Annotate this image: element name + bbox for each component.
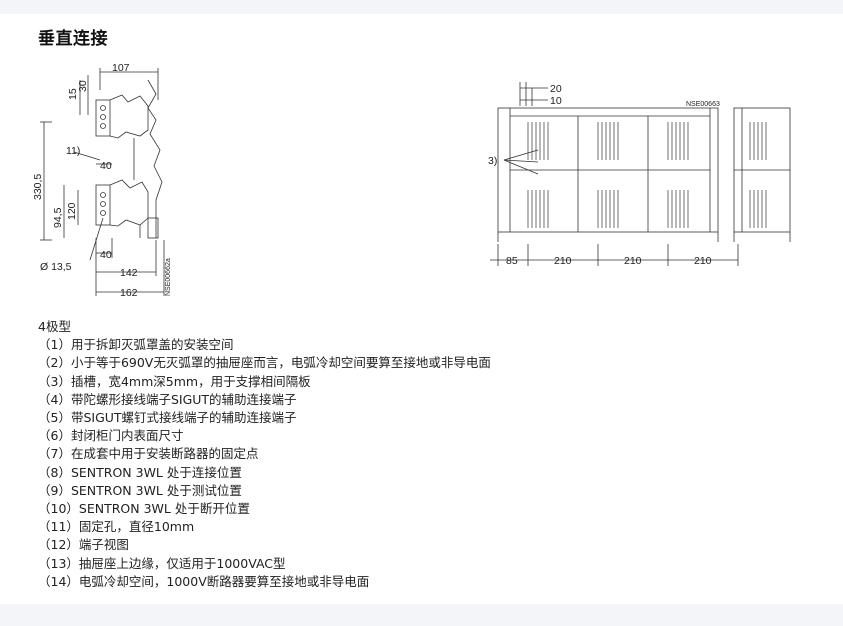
callout-3: 3) — [488, 155, 497, 167]
legend-item: （14）电弧冷却空间，1000V断路器要算至接地或非导电面 — [38, 573, 370, 589]
legend-item: （5）带SIGUT螺钉式接线端子的辅助连接端子 — [38, 410, 297, 426]
dim-total-height: 330,5 — [32, 174, 44, 200]
front-view-drawing: 20 10 NSE00663 3) 85 210 210 210 — [488, 80, 808, 270]
side-view-svg: 107 15 30 11) 40 330,5 120 94,5 40 Ø 13,… — [32, 62, 172, 299]
legend-item: （2）小于等于690V无灭弧罩的抽屉座而言，电弧冷却空间要算至接地或非导电面 — [38, 355, 491, 371]
legend-item: （13）抽屉座上边缘，仅适用于1000VAC型 — [38, 555, 286, 571]
front-view-svg: 20 10 NSE00663 3) 85 210 210 210 — [488, 82, 791, 267]
legend-item: （9）SENTRON 3WL 处于测试位置 — [38, 482, 242, 498]
drawing-code-right: NSE00663 — [686, 101, 720, 108]
dim-40-top: 40 — [100, 160, 112, 172]
dim-210-c: 210 — [694, 255, 712, 267]
dim-142: 142 — [120, 267, 138, 279]
dim-40-bottom: 40 — [100, 249, 112, 261]
page-title: 垂直连接 — [38, 29, 108, 49]
dim-15: 15 — [67, 88, 79, 100]
legend-item: （3）插槽，宽4mm深5mm，用于支撑相间隔板 — [38, 373, 311, 389]
legend-item: （7）在成套中用于安装断路器的固定点 — [38, 446, 259, 462]
legend-item: （12）端子视图 — [38, 537, 129, 553]
dim-10: 10 — [550, 95, 562, 107]
side-view-drawing: 107 15 30 11) 40 330,5 120 94,5 40 Ø 13,… — [30, 60, 180, 300]
bottom-bar — [0, 604, 843, 626]
callout-11: 11) — [66, 145, 80, 157]
legend-item: （11）固定孔，直径10mm — [38, 519, 195, 535]
dim-210-a: 210 — [554, 255, 572, 267]
dim-120: 120 — [66, 202, 78, 220]
dim-210-b: 210 — [624, 255, 642, 267]
dim-30: 30 — [77, 80, 89, 92]
dim-94-5: 94,5 — [52, 207, 64, 228]
legend-item: （10）SENTRON 3WL 处于断开位置 — [38, 501, 250, 517]
top-bar — [0, 0, 843, 14]
dim-20: 20 — [550, 83, 562, 95]
drawing-code-left: NSE00662a — [165, 258, 172, 296]
legend: 4极型 （1）用于拆卸灭弧罩盖的安装空间 （2）小于等于690V无灭弧罩的抽屉座… — [38, 318, 491, 591]
dim-85: 85 — [506, 255, 518, 267]
legend-item: （4）带陀螺形接线端子SIGUT的辅助连接端子 — [38, 391, 297, 407]
dim-162: 162 — [120, 287, 138, 299]
dim-top-width: 107 — [112, 62, 130, 74]
legend-item: （6）封闭柜门内表面尺寸 — [38, 428, 184, 444]
legend-heading: 4极型 — [38, 319, 71, 334]
dim-hole: Ø 13,5 — [40, 261, 72, 273]
legend-item: （8）SENTRON 3WL 处于连接位置 — [38, 464, 242, 480]
legend-item: （1）用于拆卸灭弧罩盖的安装空间 — [38, 337, 234, 353]
